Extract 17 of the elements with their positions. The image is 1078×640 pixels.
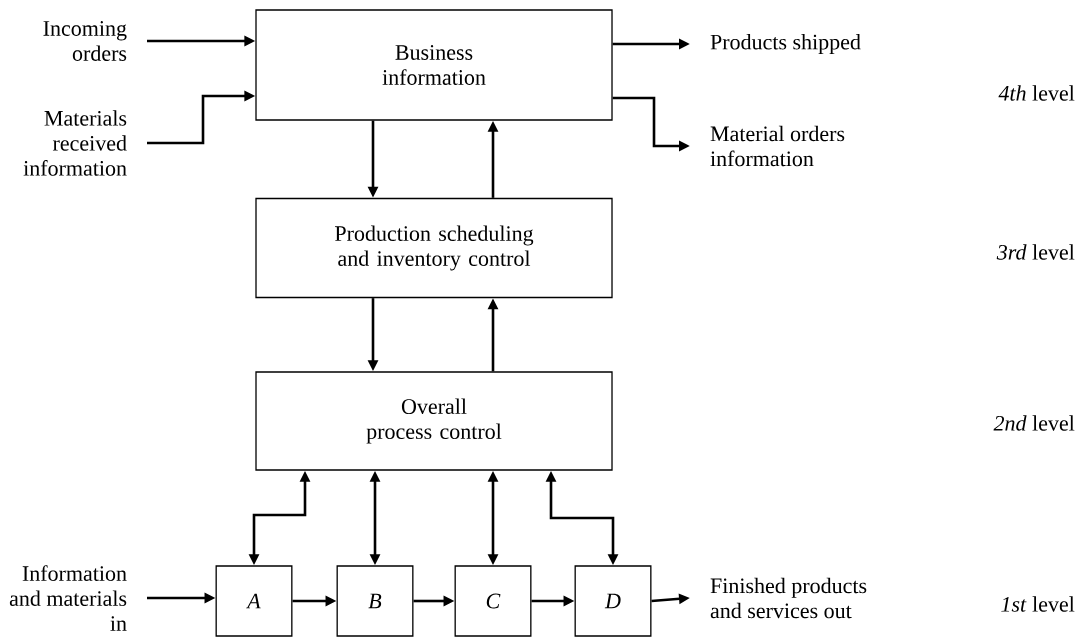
flow-label: Information and materials in xyxy=(9,565,127,631)
process-box: Business information xyxy=(255,9,613,121)
flow-label: Materials received information xyxy=(23,110,127,176)
level-label: 2nd level xyxy=(993,415,1075,431)
level-label: 3rd level xyxy=(996,244,1075,260)
process-box: A xyxy=(215,565,293,637)
flow-label: Products shipped xyxy=(710,34,861,54)
level-label: 1st level xyxy=(1001,596,1075,612)
level-label: 4th level xyxy=(998,85,1075,101)
flow-label: Material orders information xyxy=(710,125,845,167)
flow-label: Finished products and services out xyxy=(710,577,867,619)
process-box: Overall process control xyxy=(255,371,613,471)
process-box: B xyxy=(336,565,414,637)
process-box: C xyxy=(454,565,532,637)
process-box: D xyxy=(574,565,652,637)
flow-label: Incoming orders xyxy=(43,21,127,61)
process-box: Production scheduling and inventory control xyxy=(255,197,613,299)
